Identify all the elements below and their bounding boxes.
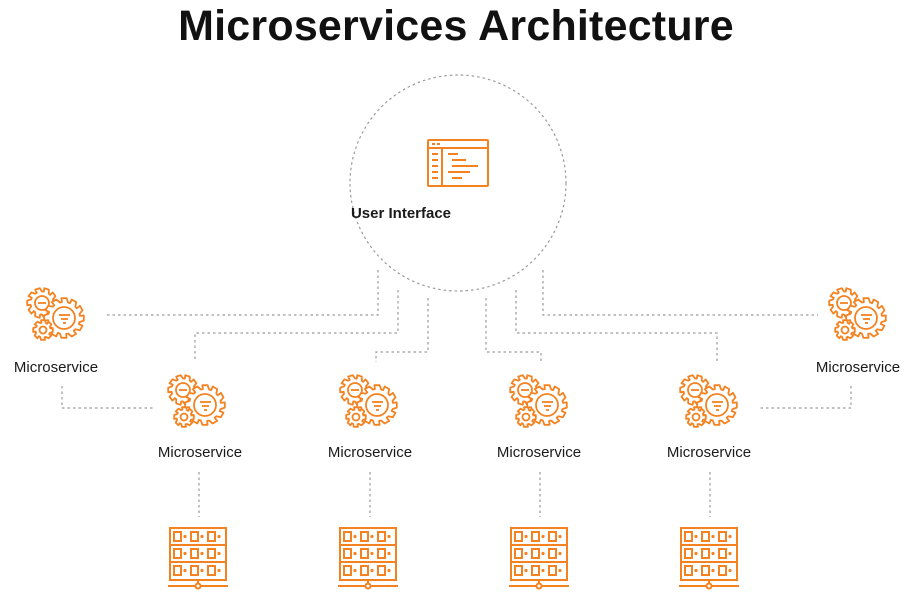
user-interface-label: User Interface: [350, 205, 452, 222]
connector-to-microservice-2: [194, 290, 399, 362]
microservice-label-3: Microservice: [327, 444, 413, 461]
connector-to-microservice-6: [542, 270, 818, 316]
server-rack-icon: [679, 527, 739, 590]
server-rack-icon: [168, 527, 228, 590]
server-rack-icon: [509, 527, 569, 590]
server-rack-icon: [338, 527, 398, 590]
connector-to-microservice-3: [375, 298, 429, 362]
gears-icon: [26, 287, 85, 341]
connector-to-microservice-5: [515, 290, 718, 362]
gears-icon: [509, 374, 568, 428]
connector-ms1-ms2: [61, 386, 153, 409]
gears-icon: [828, 287, 887, 341]
microservice-label-5: Microservice: [666, 444, 752, 461]
page-title: Microservices Architecture: [178, 2, 734, 50]
code-window-icon: [427, 139, 489, 187]
gears-icon: [679, 374, 738, 428]
microservice-label-2: Microservice: [157, 444, 243, 461]
microservice-label-4: Microservice: [496, 444, 582, 461]
user-interface-circle: [349, 74, 567, 292]
gears-icon: [167, 374, 226, 428]
connector-to-microservice-4: [485, 298, 542, 362]
gears-icon: [339, 374, 398, 428]
connector-ms6-ms5: [760, 386, 852, 409]
microservice-label-1: Microservice: [13, 359, 99, 376]
microservice-label-6: Microservice: [815, 359, 901, 376]
connector-lines: [61, 270, 852, 517]
connector-to-microservice-1: [105, 270, 379, 316]
